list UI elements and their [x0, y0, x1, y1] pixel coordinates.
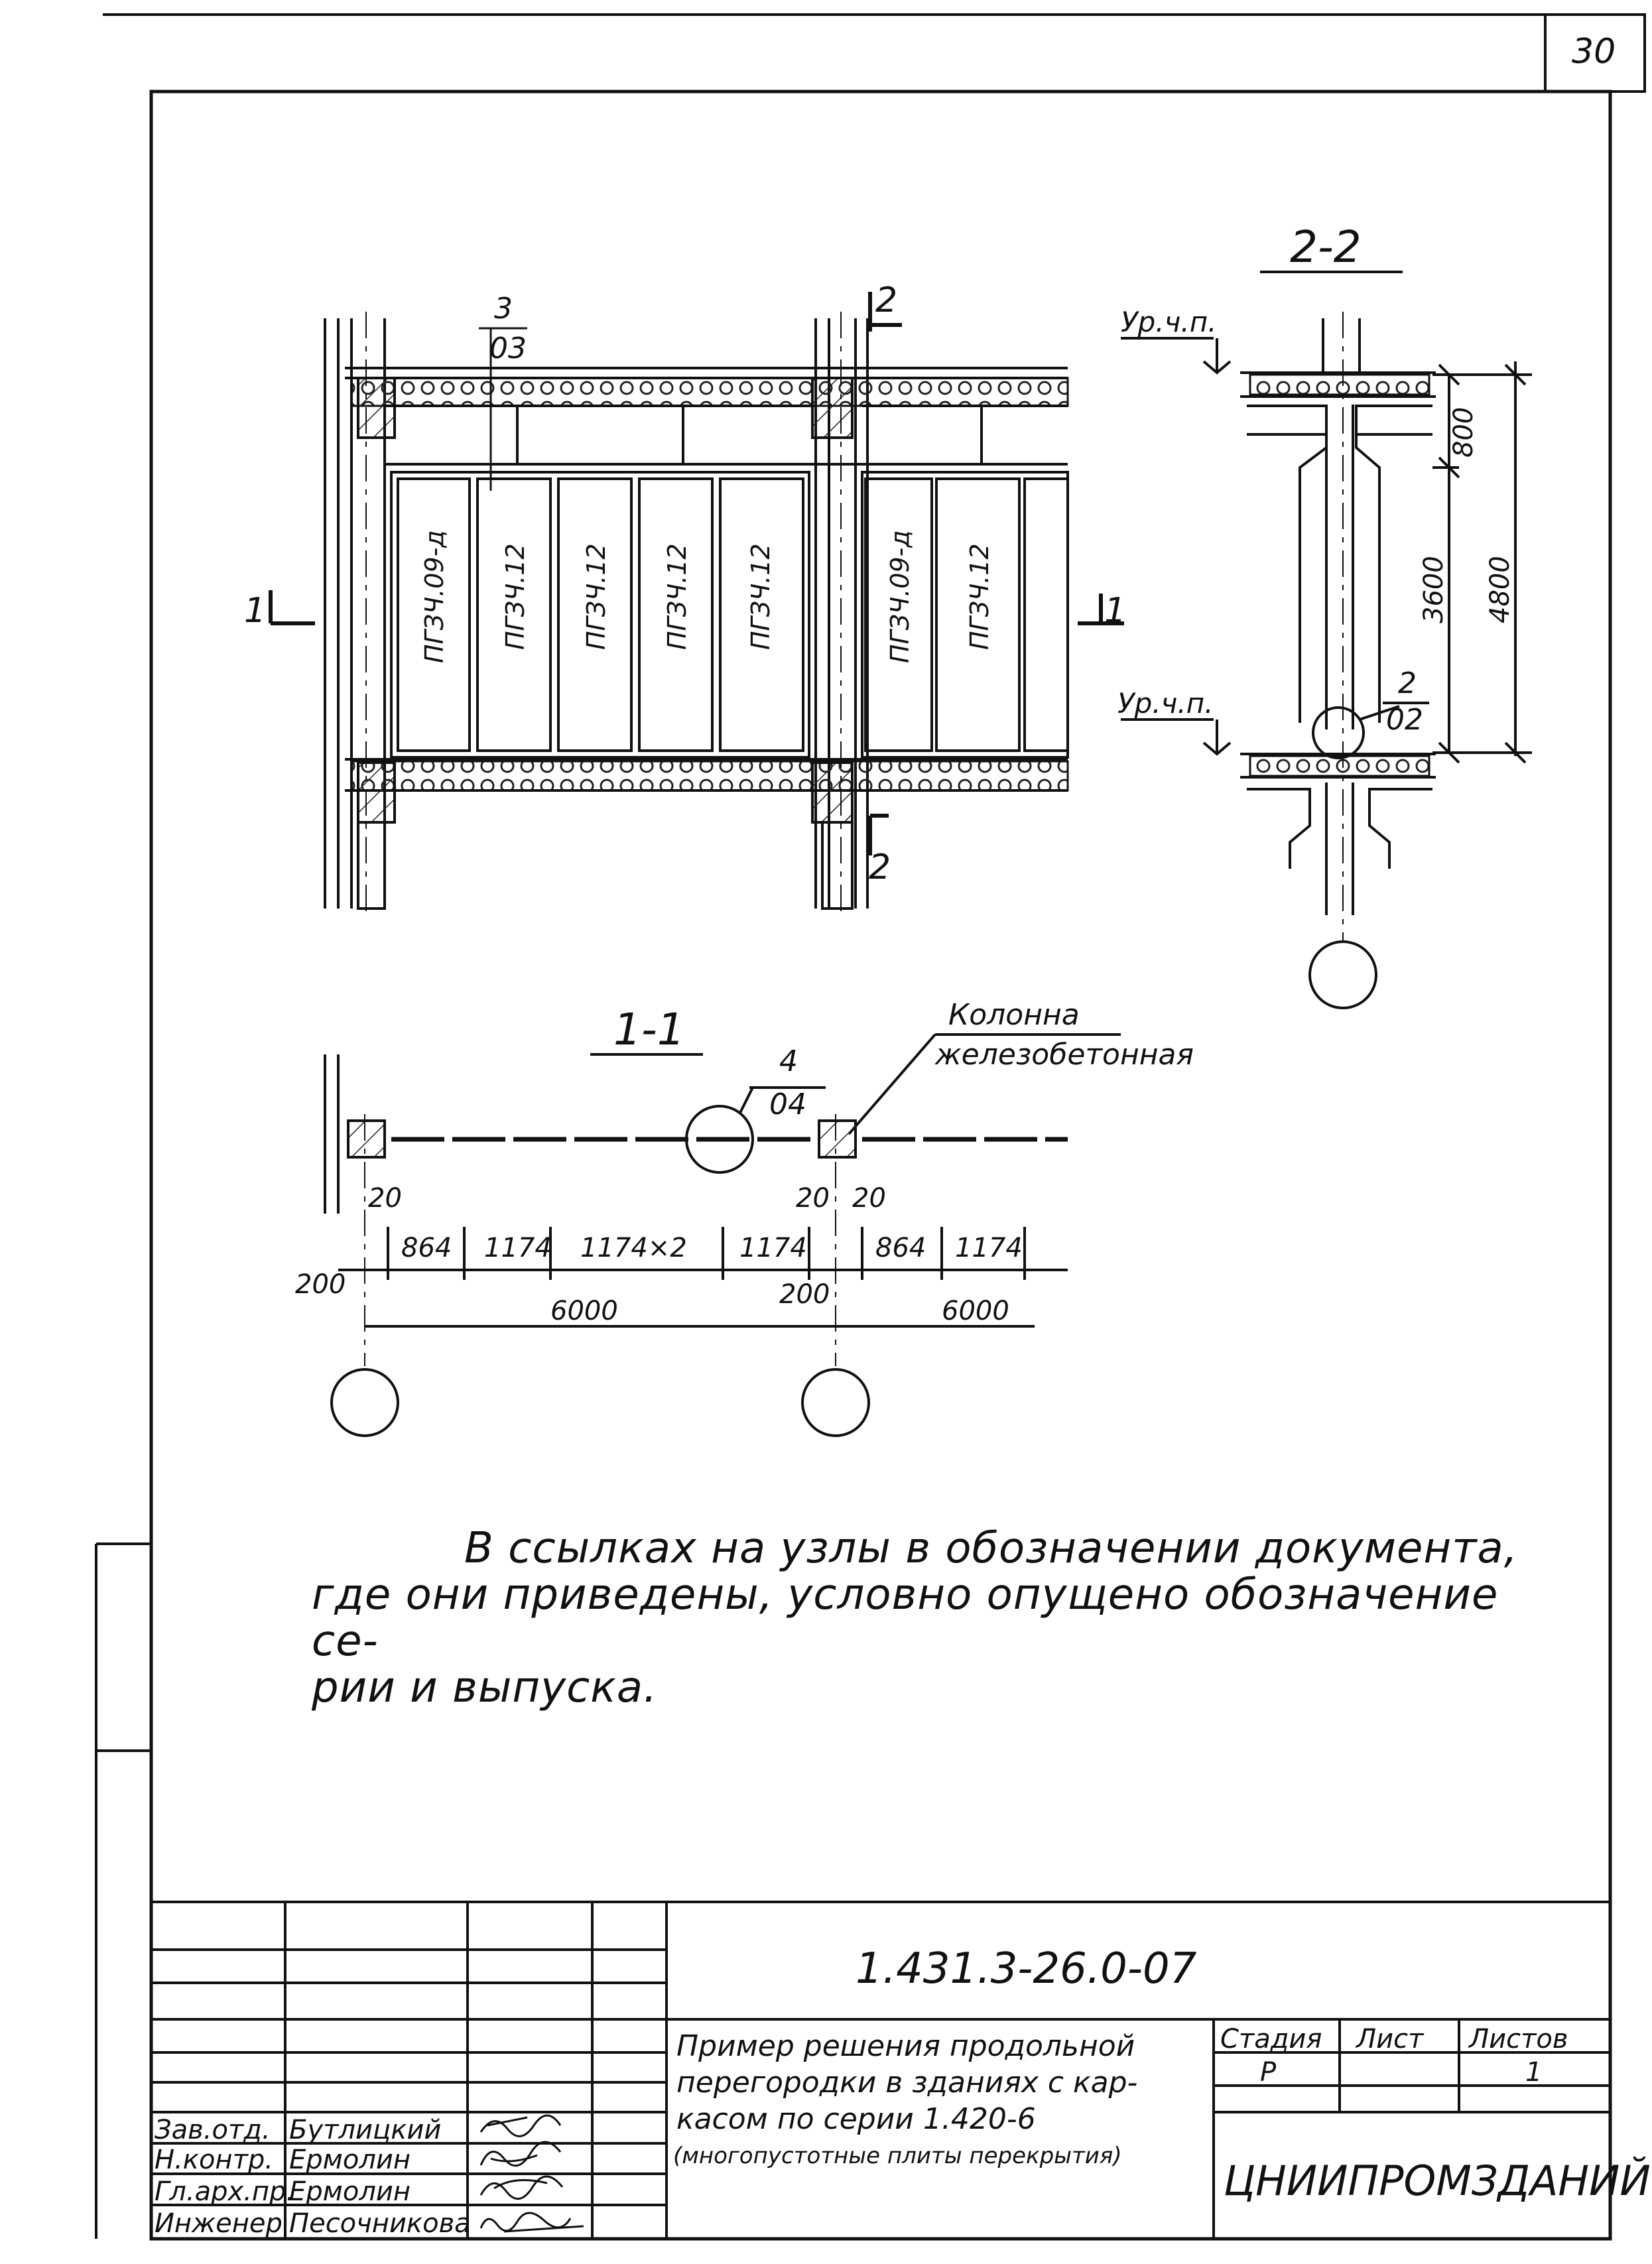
page-number: 30 [1572, 32, 1616, 72]
role-label: Зав.отд. [155, 2115, 271, 2145]
dimension-text: 20 [368, 1183, 402, 1214]
role-label: Н.контр. [155, 2145, 273, 2175]
cut-mark-label: 2 [869, 848, 891, 887]
sheets-value: 1 [1525, 2057, 1542, 2088]
note-line: рии и выпуска. [312, 1663, 658, 1712]
panel-7 [1023, 477, 1069, 752]
sheets-header: Листов [1468, 2024, 1568, 2054]
stage-value: Р [1260, 2057, 1277, 2088]
note-line: В ссылках на узлы в обозначении документ… [464, 1524, 1519, 1573]
dimension-text: 6000 [942, 1296, 1009, 1326]
document-code: 1.431.3-26.0-07 [856, 1944, 1197, 1993]
role-label: Инженер [155, 2208, 283, 2239]
title-description: Пример решения продольной [676, 2029, 1135, 2063]
general-note: В ссылках на узлы в обозначении документ… [312, 1525, 1539, 1711]
dimension-text: 4800 [1485, 556, 1515, 623]
section-2-2-title: 2-2 [1290, 221, 1362, 273]
panel-6 [935, 477, 1021, 752]
person-name: Бутлицкий [289, 2115, 441, 2145]
dimension-text: 1174×2 [580, 1233, 687, 1263]
node-ref-sheet: 02 [1386, 703, 1423, 737]
node-ref-num: 4 [779, 1044, 798, 1078]
panel-group [397, 477, 1069, 752]
node-ref-num: 2 [1398, 666, 1417, 700]
node-reference-3 [479, 327, 527, 491]
level-label: Ур.ч.п. [1117, 687, 1214, 720]
panel-2 [557, 477, 633, 752]
dimension-text: 1174 [739, 1233, 807, 1263]
dimension-text: 200 [295, 1269, 346, 1300]
panel-label: ПГЗЧ.09-д [420, 530, 449, 663]
dimension-text: 20 [796, 1183, 830, 1214]
dimension-text: 3600 [1419, 556, 1449, 623]
panel-label: ПГЗЧ.12 [746, 543, 775, 650]
signatures [479, 2114, 584, 2233]
column-label: Колонна [948, 998, 1080, 1032]
panel-3 [638, 477, 714, 752]
panel-4 [719, 477, 804, 752]
title-block-grid [151, 1901, 1610, 2239]
dimension-text: 1174 [484, 1233, 552, 1263]
cut-mark-label: 1 [1104, 591, 1126, 631]
cut-marks [269, 292, 1124, 855]
person-name: Песочникова [289, 2208, 471, 2239]
person-name: Ермолин [289, 2176, 411, 2207]
panel-label: ПГЗЧ.12 [501, 543, 530, 650]
cut-mark-label: 1 [244, 591, 266, 631]
section-2-2-drawing [1121, 312, 1532, 1009]
cut-mark-label: 2 [875, 281, 897, 320]
partition-elevation [324, 312, 1069, 915]
stage-header: Стадия [1220, 2024, 1322, 2054]
dimension-text: 800 [1448, 407, 1479, 458]
organization-name: ЦНИИПРОМЗДАНИЙ [1224, 2156, 1651, 2205]
section-1-1-title: 1-1 [613, 1004, 685, 1055]
note-line: где они приведены, условно опущено обозн… [312, 1570, 1499, 1666]
sheet-frame [95, 13, 1646, 2241]
role-label: Гл.арх.пр. [155, 2176, 294, 2207]
panel-label: ПГЗЧ.12 [663, 543, 692, 650]
dimension-text: 1174 [955, 1233, 1023, 1263]
title-description: перегородки в зданиях с кар- [676, 2066, 1137, 2100]
title-description: касом по серии 1.420-6 [676, 2102, 1036, 2136]
panel-label: ПГЗЧ.12 [582, 543, 611, 650]
column-label: железобетонная [934, 1038, 1194, 1072]
node-ref-sheet: 03 [489, 332, 527, 365]
sheet-header: Лист [1355, 2024, 1425, 2054]
dimension-text: 20 [852, 1183, 886, 1214]
dimension-text: 200 [779, 1279, 830, 1310]
dimension-text: 864 [875, 1233, 926, 1263]
panel-0 [397, 477, 471, 752]
panel-label: ПГЗЧ.09-д [885, 530, 915, 663]
node-ref-sheet: 04 [769, 1088, 806, 1121]
dimension-text: 6000 [550, 1296, 618, 1326]
node-ref-num: 3 [494, 292, 513, 326]
panel-label: ПГЗЧ.12 [965, 543, 994, 650]
section-1-1-drawing [324, 1033, 1121, 1437]
panel-5 [864, 477, 933, 752]
panel-1 [476, 477, 552, 752]
person-name: Ермолин [289, 2145, 411, 2175]
title-description: (многопустотные плиты перекрытия) [673, 2143, 1122, 2169]
level-label: Ур.ч.п. [1121, 306, 1217, 338]
dimension-text: 864 [401, 1233, 452, 1263]
